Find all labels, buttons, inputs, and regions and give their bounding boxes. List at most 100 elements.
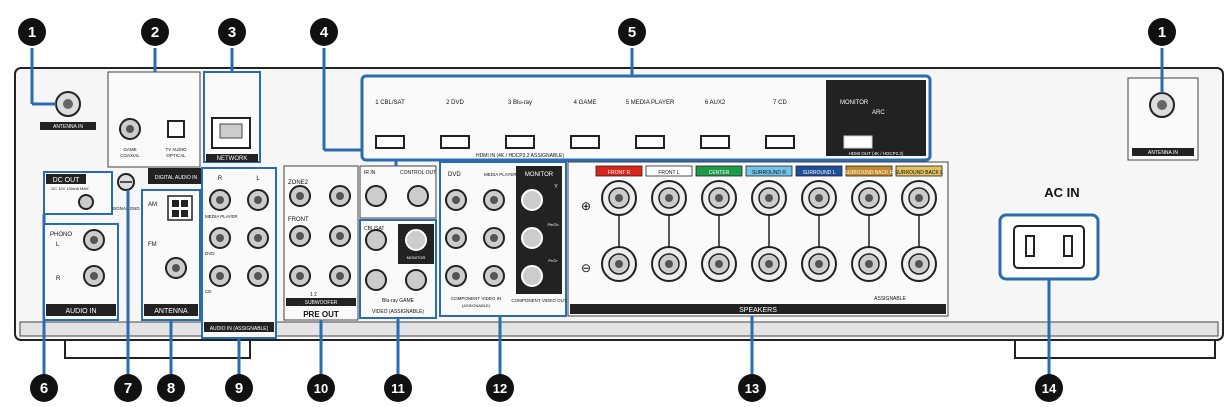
comp-pr-label: Pr/Cr [548, 258, 558, 263]
comp-media-jack-3-core [490, 272, 498, 280]
speaker-terminal-core-6-plus [865, 194, 873, 202]
hdmi-monitor-label: MONITOR [840, 100, 869, 106]
audio-cd-label: CD [205, 289, 212, 294]
speaker-terminal-core-7-minus [915, 260, 923, 268]
speaker-channel-tag-3 [695, 165, 743, 177]
callout-circle-11 [307, 374, 335, 402]
callout-number-2: 2 [151, 24, 159, 41]
callout-number-10: 9 [235, 380, 243, 397]
fm-antenna-jack-left-core [63, 99, 73, 109]
callout-number-5: 5 [628, 24, 636, 41]
am-terminal-b [181, 200, 188, 207]
control-out-jack [407, 185, 429, 207]
hdmi-input-port-4 [570, 135, 600, 149]
assignable-label: ASSIGNABLE [874, 296, 906, 302]
component-jacks [445, 189, 543, 287]
comp-media-jack-2-core [490, 234, 498, 242]
callout-number-1: 1 [28, 24, 36, 41]
callout-circle-15 [1035, 374, 1063, 402]
audio-assign-label-bg [204, 322, 274, 332]
bluray-game-label: Blu-ray GAME [382, 298, 415, 304]
am-terminal-c [172, 210, 179, 217]
audio-dvd-label: DVD [205, 251, 215, 256]
optical-label: OPTICAL [166, 153, 186, 158]
speaker-channel-tag-4 [745, 165, 793, 177]
audio-media-label: MEDIA PLAYER [205, 214, 238, 219]
comp-y-label: Y [554, 184, 558, 190]
hdmi-input-port-1 [375, 135, 405, 149]
hdmi-out-port [843, 135, 873, 149]
pre-out-label: PRE OUT [303, 310, 339, 319]
speaker-terminal-core-4-minus [765, 260, 773, 268]
am-terminal-d [181, 210, 188, 217]
comp-out-label: COMPONENT VIDEO OUT [511, 298, 566, 303]
hdmi-in-title: HDMI IN (4K / HDCP2.2 ASSIGNABLE) [476, 153, 564, 159]
speaker-channel-label-5: SURROUND L [802, 170, 835, 176]
dc-out-sub-label: DC 12V 150mA MAX [51, 186, 89, 191]
am-terminal-a [172, 200, 179, 207]
callout-circle-7 [30, 374, 58, 402]
phono-l-label: L [56, 242, 60, 248]
callout-circle-10 [225, 374, 253, 402]
optical-jack [167, 120, 185, 138]
fm-label: FM [148, 242, 157, 248]
speaker-terminal-core-1-minus [615, 260, 623, 268]
callout-circle-8 [114, 374, 142, 402]
ac-inlet-socket [1013, 225, 1085, 269]
speaker-channel-label-1: FRONT R [608, 170, 631, 176]
callout-number-13: 12 [493, 381, 507, 396]
audio-in-jack-r-1-core [216, 196, 224, 204]
dc-out-jack [78, 194, 94, 210]
am-terminal [167, 195, 193, 221]
speaker-channel-tag-2 [645, 165, 693, 177]
video-game-jack [405, 269, 427, 291]
callout-number-9: 8 [167, 380, 175, 397]
chassis-bottom-rail [19, 321, 1219, 337]
audio-r-label: R [218, 176, 223, 182]
hdmi-input-label-2: 2 DVD [446, 100, 464, 106]
comp-dvd-label: DVD [448, 172, 461, 178]
callout-circle-13 [486, 374, 514, 402]
callout-circle-6 [1148, 18, 1176, 46]
speaker-channel-tag-7 [895, 165, 943, 177]
control-out-label: CONTROL OUT [400, 170, 436, 176]
signal-gnd-label: SIGNAL GND [112, 206, 140, 211]
ir-in-label: IR IN [364, 170, 376, 176]
coaxial-sub-label: GAME [123, 147, 136, 152]
hdmi-input-label-4: 4 GAME [574, 100, 597, 106]
video-bluray-jack [365, 269, 387, 291]
phono-r-label: R [56, 276, 61, 282]
audio-in-jack-r-3-core [216, 272, 224, 280]
callout-circle-2 [141, 18, 169, 46]
phono-label: PHONO [50, 232, 72, 238]
hdmi-out-title: HDMI OUT (4K / HDCP2.2) [849, 151, 904, 156]
zone2-label: ZONE2 [288, 180, 309, 186]
pre-out-jacks [289, 185, 351, 287]
audio-assign-jacks [209, 189, 269, 287]
subwoofer-label: SUBWOOFER [305, 300, 338, 306]
hdmi-input-port-2 [440, 135, 470, 149]
callout-circle-4 [310, 18, 338, 46]
hdmi-out-box [826, 80, 926, 156]
hdmi-input-port-7 [765, 135, 795, 149]
speaker-terminal-core-3-plus [715, 194, 723, 202]
audio-in-label: AUDIO IN [65, 308, 96, 315]
network-label: NETWORK [217, 156, 248, 162]
callout-number-12: 11 [391, 381, 405, 396]
comp-media-label: MEDIA PLAYER [484, 172, 517, 177]
ac-inlet-pin-right [1063, 235, 1073, 257]
hdmi-input-label-1: 1 CBL/SAT [375, 100, 405, 106]
minus-symbol: ⊖ [581, 261, 591, 275]
hdmi-input-port-5 [635, 135, 665, 149]
comp-in-sub-label: (ASSIGNABLE) [462, 303, 491, 308]
front-label: FRONT [288, 217, 309, 223]
am-label: AM [148, 202, 157, 208]
audio-in-jack-l-2-core [254, 234, 262, 242]
hdmi-input-label-5: 5 MEDIA PLAYER [626, 100, 675, 106]
sub-12-label: 1 2 [310, 292, 317, 298]
callout-number-15: 14 [1042, 381, 1057, 396]
comp-dvd-jack-2-core [452, 234, 460, 242]
